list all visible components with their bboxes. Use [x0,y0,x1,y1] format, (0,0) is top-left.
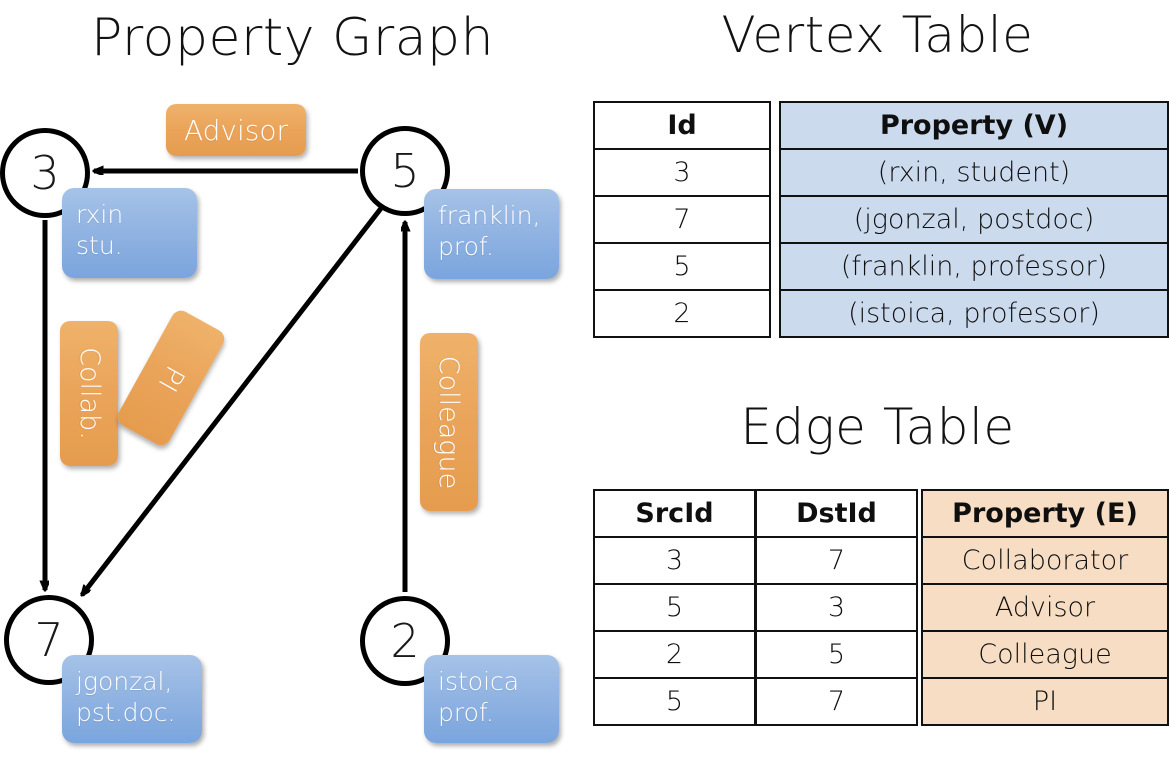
edge-label-advisor: Advisor [166,104,306,156]
vertex-property-line-2: prof. [438,232,494,262]
cell-vertex-property: (rxin, student) [779,148,1169,197]
edge-label-collab: Collab. [60,321,118,466]
table-row: 3 [593,536,756,585]
table-header-row: SrcId [593,489,756,538]
table-header-row: Property (V) [779,101,1169,150]
column-header-dstid: DstId [755,489,918,538]
table-row: Colleague [921,630,1169,679]
table-row: 3 [755,583,918,632]
table-row: 5 [593,583,756,632]
page-title-property-graph: Property Graph [90,8,495,68]
vertex-property-line-2: prof. [438,698,494,728]
cell-edge-property: Colleague [921,630,1169,679]
table-row: PI [921,677,1169,726]
property-graph-panel: Property Graph 3 5 7 2 rxin stu. frankli… [0,0,585,760]
table-row: (jgonzal, postdoc) [779,195,1169,244]
table-row: Collaborator [921,536,1169,585]
graph-edge-lines [0,0,585,760]
cell-edge-property: Advisor [921,583,1169,632]
edge-label-text: Colleague [433,355,465,489]
vertex-property-line-2: stu. [76,231,123,261]
edge-label-text: Advisor [183,113,288,147]
table-row: 5 [593,242,771,291]
cell-vertex-id: 7 [593,195,771,244]
cell-edge-dst: 7 [755,677,918,726]
cell-edge-dst: 5 [755,630,918,679]
vertex-property-line-1: rxin [76,200,124,229]
vertex-property-line-1: jgonzal, [76,667,173,696]
edge-table-property-column: Property (E) Collaborator Advisor Collea… [921,489,1169,726]
cell-vertex-id: 2 [593,289,771,338]
cell-vertex-property: (istoica, professor) [779,289,1169,338]
table-row: 7 [755,536,918,585]
cell-vertex-property: (franklin, professor) [779,242,1169,291]
graph-vertex-5[interactable]: 5 [360,126,450,216]
edge-table-dstid-column: DstId 7 3 5 7 [755,489,918,726]
edge-label-colleague: Colleague [420,333,478,511]
edge-table-srcid-column: SrcId 3 5 2 5 [593,489,756,726]
graph-vertex-2[interactable]: 2 [360,596,450,686]
table-row: 5 [755,630,918,679]
cell-vertex-id: 3 [593,148,771,197]
table-row: (rxin, student) [779,148,1169,197]
cell-edge-property: Collaborator [921,536,1169,585]
table-row: 7 [755,677,918,726]
cell-vertex-id: 5 [593,242,771,291]
cell-edge-property: PI [921,677,1169,726]
vertex-property-line-1: franklin, [438,201,541,230]
table-row: 2 [593,630,756,679]
table-row: 7 [593,195,771,244]
cell-edge-src: 5 [593,677,756,726]
cell-edge-src: 3 [593,536,756,585]
vertex-property-box-istoica: istoica prof. [424,655,559,743]
table-row: (franklin, professor) [779,242,1169,291]
table-row: 5 [593,677,756,726]
vertex-property-box-rxin: rxin stu. [62,188,197,278]
column-header-id: Id [593,101,771,150]
table-header-row: DstId [755,489,918,538]
vertex-property-box-franklin: franklin, prof. [424,189,559,279]
edge-label-text: PI [151,359,191,397]
vertex-property-box-jgonzal: jgonzal, pst.doc. [62,655,202,743]
vertex-table-id-column: Id 3 7 5 2 [593,101,771,338]
cell-edge-dst: 7 [755,536,918,585]
table-header-row: Id [593,101,771,150]
cell-edge-dst: 3 [755,583,918,632]
vertex-property-line-1: istoica [438,667,520,696]
page-title-edge-table: Edge Table [740,398,1015,456]
page-title-vertex-table: Vertex Table [721,6,1034,64]
vertex-property-line-2: pst.doc. [76,698,176,728]
table-row: Advisor [921,583,1169,632]
column-header-property-e: Property (E) [921,489,1169,538]
column-header-srcid: SrcId [593,489,756,538]
cell-vertex-property: (jgonzal, postdoc) [779,195,1169,244]
cell-edge-src: 2 [593,630,756,679]
table-header-row: Property (E) [921,489,1169,538]
cell-edge-src: 5 [593,583,756,632]
table-row: (istoica, professor) [779,289,1169,338]
column-header-property-v: Property (V) [779,101,1169,150]
edge-5-to-7 [80,205,384,595]
table-row: 3 [593,148,771,197]
edge-label-text: Collab. [73,347,105,440]
vertex-table-property-column: Property (V) (rxin, student) (jgonzal, p… [779,101,1169,338]
table-row: 2 [593,289,771,338]
